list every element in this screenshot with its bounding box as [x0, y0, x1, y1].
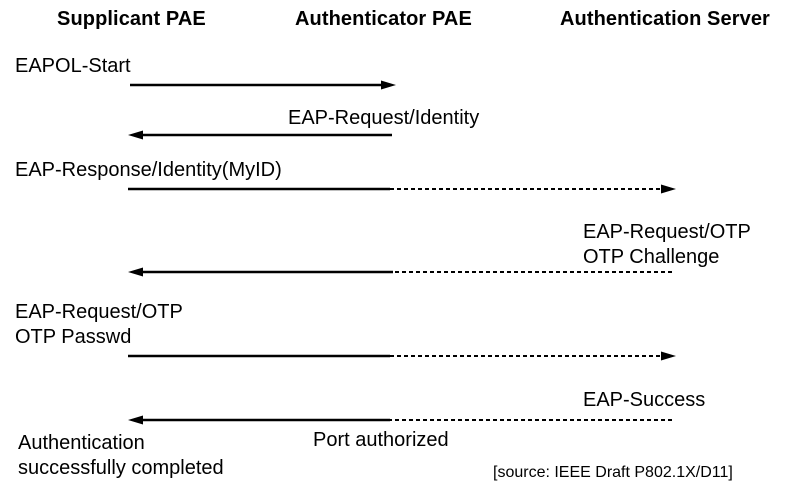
note-authentication-completed-line2: successfully completed	[18, 457, 224, 479]
label-eap-request-identity: EAP-Request/Identity	[288, 107, 480, 129]
arrow-eap-success	[128, 415, 672, 425]
arrow-eap-response-otp-passwd	[128, 351, 676, 361]
arrow-eap-response-identity	[128, 184, 676, 194]
column-header-supplicant-pae: Supplicant PAE	[57, 8, 206, 30]
label-eapol-start: EAPOL-Start	[15, 55, 131, 77]
column-header-authentication-server: Authentication Server	[560, 8, 770, 30]
column-header-authenticator-pae: Authenticator PAE	[295, 8, 472, 30]
label-otp-passwd: OTP Passwd	[15, 326, 132, 348]
arrow-eap-request-identity	[128, 130, 392, 140]
label-eap-request-otp: EAP-Request/OTP	[583, 221, 751, 243]
label-eap-response-identity: EAP-Response/Identity(MyID)	[15, 159, 282, 181]
source-citation: [source: IEEE Draft P802.1X/D11]	[493, 464, 733, 481]
arrow-eapol-start	[130, 80, 396, 90]
arrow-eap-request-otp-challenge	[128, 267, 672, 277]
note-authentication-completed-line1: Authentication	[18, 432, 145, 454]
label-otp-challenge: OTP Challenge	[583, 246, 720, 268]
label-eap-success: EAP-Success	[583, 389, 706, 411]
label-eap-response-otp: EAP-Request/OTP	[15, 301, 183, 323]
label-port-authorized: Port authorized	[313, 429, 449, 451]
